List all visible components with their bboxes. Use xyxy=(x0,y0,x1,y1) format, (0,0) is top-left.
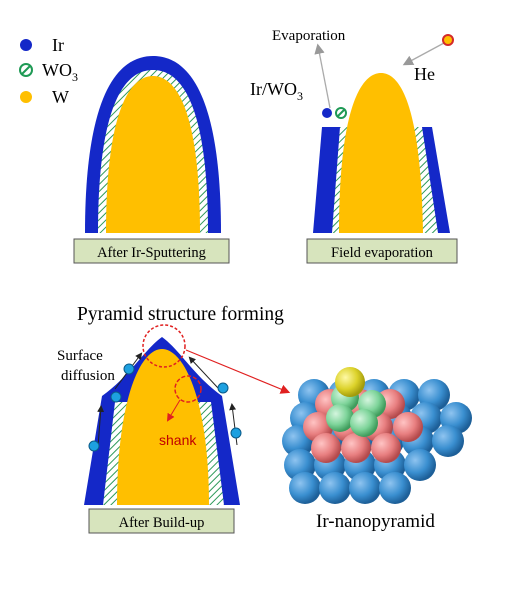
base-atom xyxy=(379,472,411,504)
evaporated-wo3-atom xyxy=(335,107,347,119)
diffusing-atom xyxy=(123,363,135,375)
shank-label: shank xyxy=(159,432,197,448)
caption-buildup: After Build-up xyxy=(119,515,205,531)
legend: Ir WO3 W xyxy=(19,35,78,107)
diffusion-arrow-right-upper xyxy=(188,356,219,389)
nanopyramid: Ir-nanopyramid xyxy=(282,367,472,532)
base-atom xyxy=(289,472,321,504)
diffusing-atoms xyxy=(88,363,242,452)
second-layer-atom xyxy=(393,412,423,442)
legend-w-label: W xyxy=(52,87,69,107)
diffusing-atom xyxy=(110,391,122,403)
legend-ir-dot xyxy=(20,39,32,51)
he-arrow xyxy=(402,42,445,66)
shank-pointer-arrow xyxy=(166,399,181,422)
shank-highlight-circle xyxy=(174,375,202,403)
panel-evaporation: Field evaporation Evaporation Ir/WO3 He xyxy=(250,28,458,264)
base-atom xyxy=(349,472,381,504)
second-layer-atom xyxy=(341,433,371,463)
diffusion-arrow-right-lower xyxy=(229,403,238,446)
apex-atom xyxy=(335,367,365,397)
base-atom xyxy=(404,449,436,481)
legend-wo3-label: WO3 xyxy=(42,60,78,84)
legend-wo3-dot xyxy=(19,63,33,77)
panel-buildup: Pyramid structure forming shank Surface … xyxy=(57,304,291,534)
second-layer-atom xyxy=(311,433,341,463)
legend-w-dot xyxy=(20,91,32,103)
caption-evaporation: Field evaporation xyxy=(331,245,434,261)
nanopyramid-label: Ir-nanopyramid xyxy=(316,511,435,532)
third-layer-atom xyxy=(350,409,378,437)
diffusing-atom xyxy=(217,382,229,394)
evaporation-label: Evaporation xyxy=(272,28,346,44)
evaporation-arrow xyxy=(314,43,331,109)
he-atom xyxy=(442,34,454,46)
panel-sputtering: After Ir-Sputtering xyxy=(73,56,230,264)
buildup-tip-w-core xyxy=(117,349,209,505)
caption-box-buildup xyxy=(88,508,235,534)
second-layer-atom xyxy=(371,433,401,463)
caption-sputtering: After Ir-Sputtering xyxy=(97,245,206,261)
diffusion-label-line1: Surface xyxy=(57,348,103,364)
diffusion-arrow-left-lower xyxy=(97,405,105,448)
zoom-arrow xyxy=(185,349,291,394)
caption-box-sputtering xyxy=(73,238,230,264)
apex-highlight-circle xyxy=(142,324,186,368)
caption-box-evaporation xyxy=(306,238,458,264)
diffusion-label-line2: diffusion xyxy=(61,368,115,384)
diffusing-atom xyxy=(230,427,242,439)
sputtered-tip-w-core xyxy=(106,76,200,233)
third-layer-atom xyxy=(326,404,354,432)
base-atom xyxy=(432,425,464,457)
diffusing-atom xyxy=(88,440,100,452)
he-label: He xyxy=(414,64,435,84)
evaporated-tip-w-core xyxy=(339,73,423,233)
evaporated-ir-atom xyxy=(322,108,332,118)
pyramid-forming-title: Pyramid structure forming xyxy=(77,304,284,325)
species-label: Ir/WO3 xyxy=(250,79,303,103)
legend-ir-label: Ir xyxy=(52,35,64,55)
base-atom xyxy=(319,472,351,504)
